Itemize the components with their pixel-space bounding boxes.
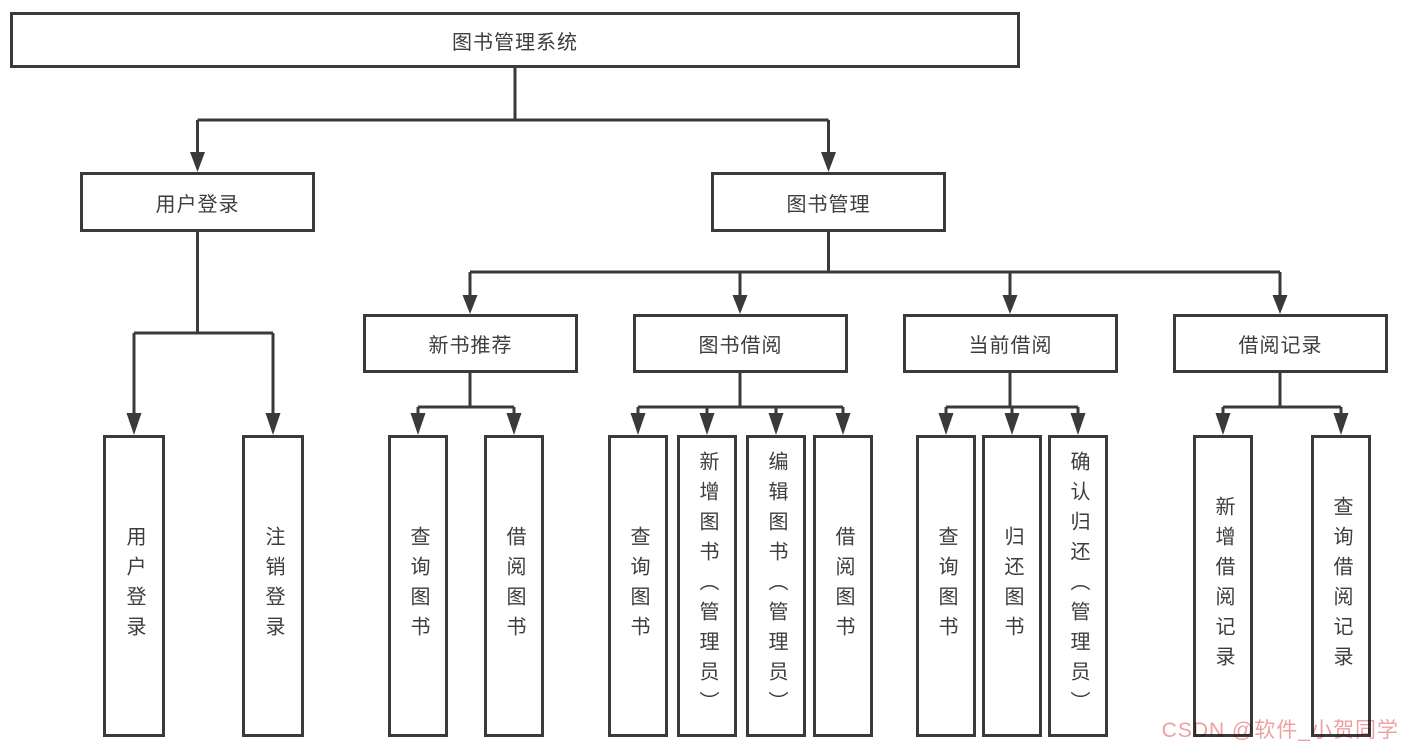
leaf-query-borrow-record: 查询借阅记录 bbox=[1311, 435, 1371, 737]
connector-book-borrow bbox=[636, 373, 845, 417]
node-user-login: 用户登录 bbox=[80, 172, 315, 232]
leaf-add-books-admin: 新增图书（管理员） bbox=[677, 435, 737, 737]
leaf-query-books-borrow: 查询图书 bbox=[608, 435, 668, 737]
node-book-management: 图书管理 bbox=[711, 172, 946, 232]
leaf-query-books-current: 查询图书 bbox=[916, 435, 976, 737]
leaf-confirm-return-admin: 确认归还（管理员） bbox=[1048, 435, 1108, 737]
leaf-user-login: 用户登录 bbox=[103, 435, 165, 737]
leaf-edit-books-admin: 编辑图书（管理员） bbox=[746, 435, 806, 737]
node-book-borrow: 图书借阅 bbox=[633, 314, 848, 373]
connector-root bbox=[196, 68, 830, 154]
connector-borrow-records bbox=[1221, 373, 1343, 417]
leaf-borrow-books: 借阅图书 bbox=[813, 435, 873, 737]
node-current-borrow: 当前借阅 bbox=[903, 314, 1118, 373]
leaf-borrow-books-recommend: 借阅图书 bbox=[484, 435, 544, 737]
leaf-add-borrow-record: 新增借阅记录 bbox=[1193, 435, 1253, 737]
leaf-return-books: 归还图书 bbox=[982, 435, 1042, 737]
connector-current-borrow bbox=[944, 373, 1080, 417]
connector-user-login bbox=[132, 232, 275, 417]
leaf-logout: 注销登录 bbox=[242, 435, 304, 737]
arrowheads bbox=[126, 152, 1349, 435]
node-new-book-recommend: 新书推荐 bbox=[363, 314, 578, 373]
connector-book-management bbox=[468, 232, 1282, 297]
connector-new-book-recommend bbox=[416, 373, 516, 417]
leaf-query-books-recommend: 查询图书 bbox=[388, 435, 448, 737]
node-system-root: 图书管理系统 bbox=[10, 12, 1020, 68]
node-borrow-records: 借阅记录 bbox=[1173, 314, 1388, 373]
watermark: CSDN @软件_小贺同学 bbox=[1161, 719, 1399, 742]
